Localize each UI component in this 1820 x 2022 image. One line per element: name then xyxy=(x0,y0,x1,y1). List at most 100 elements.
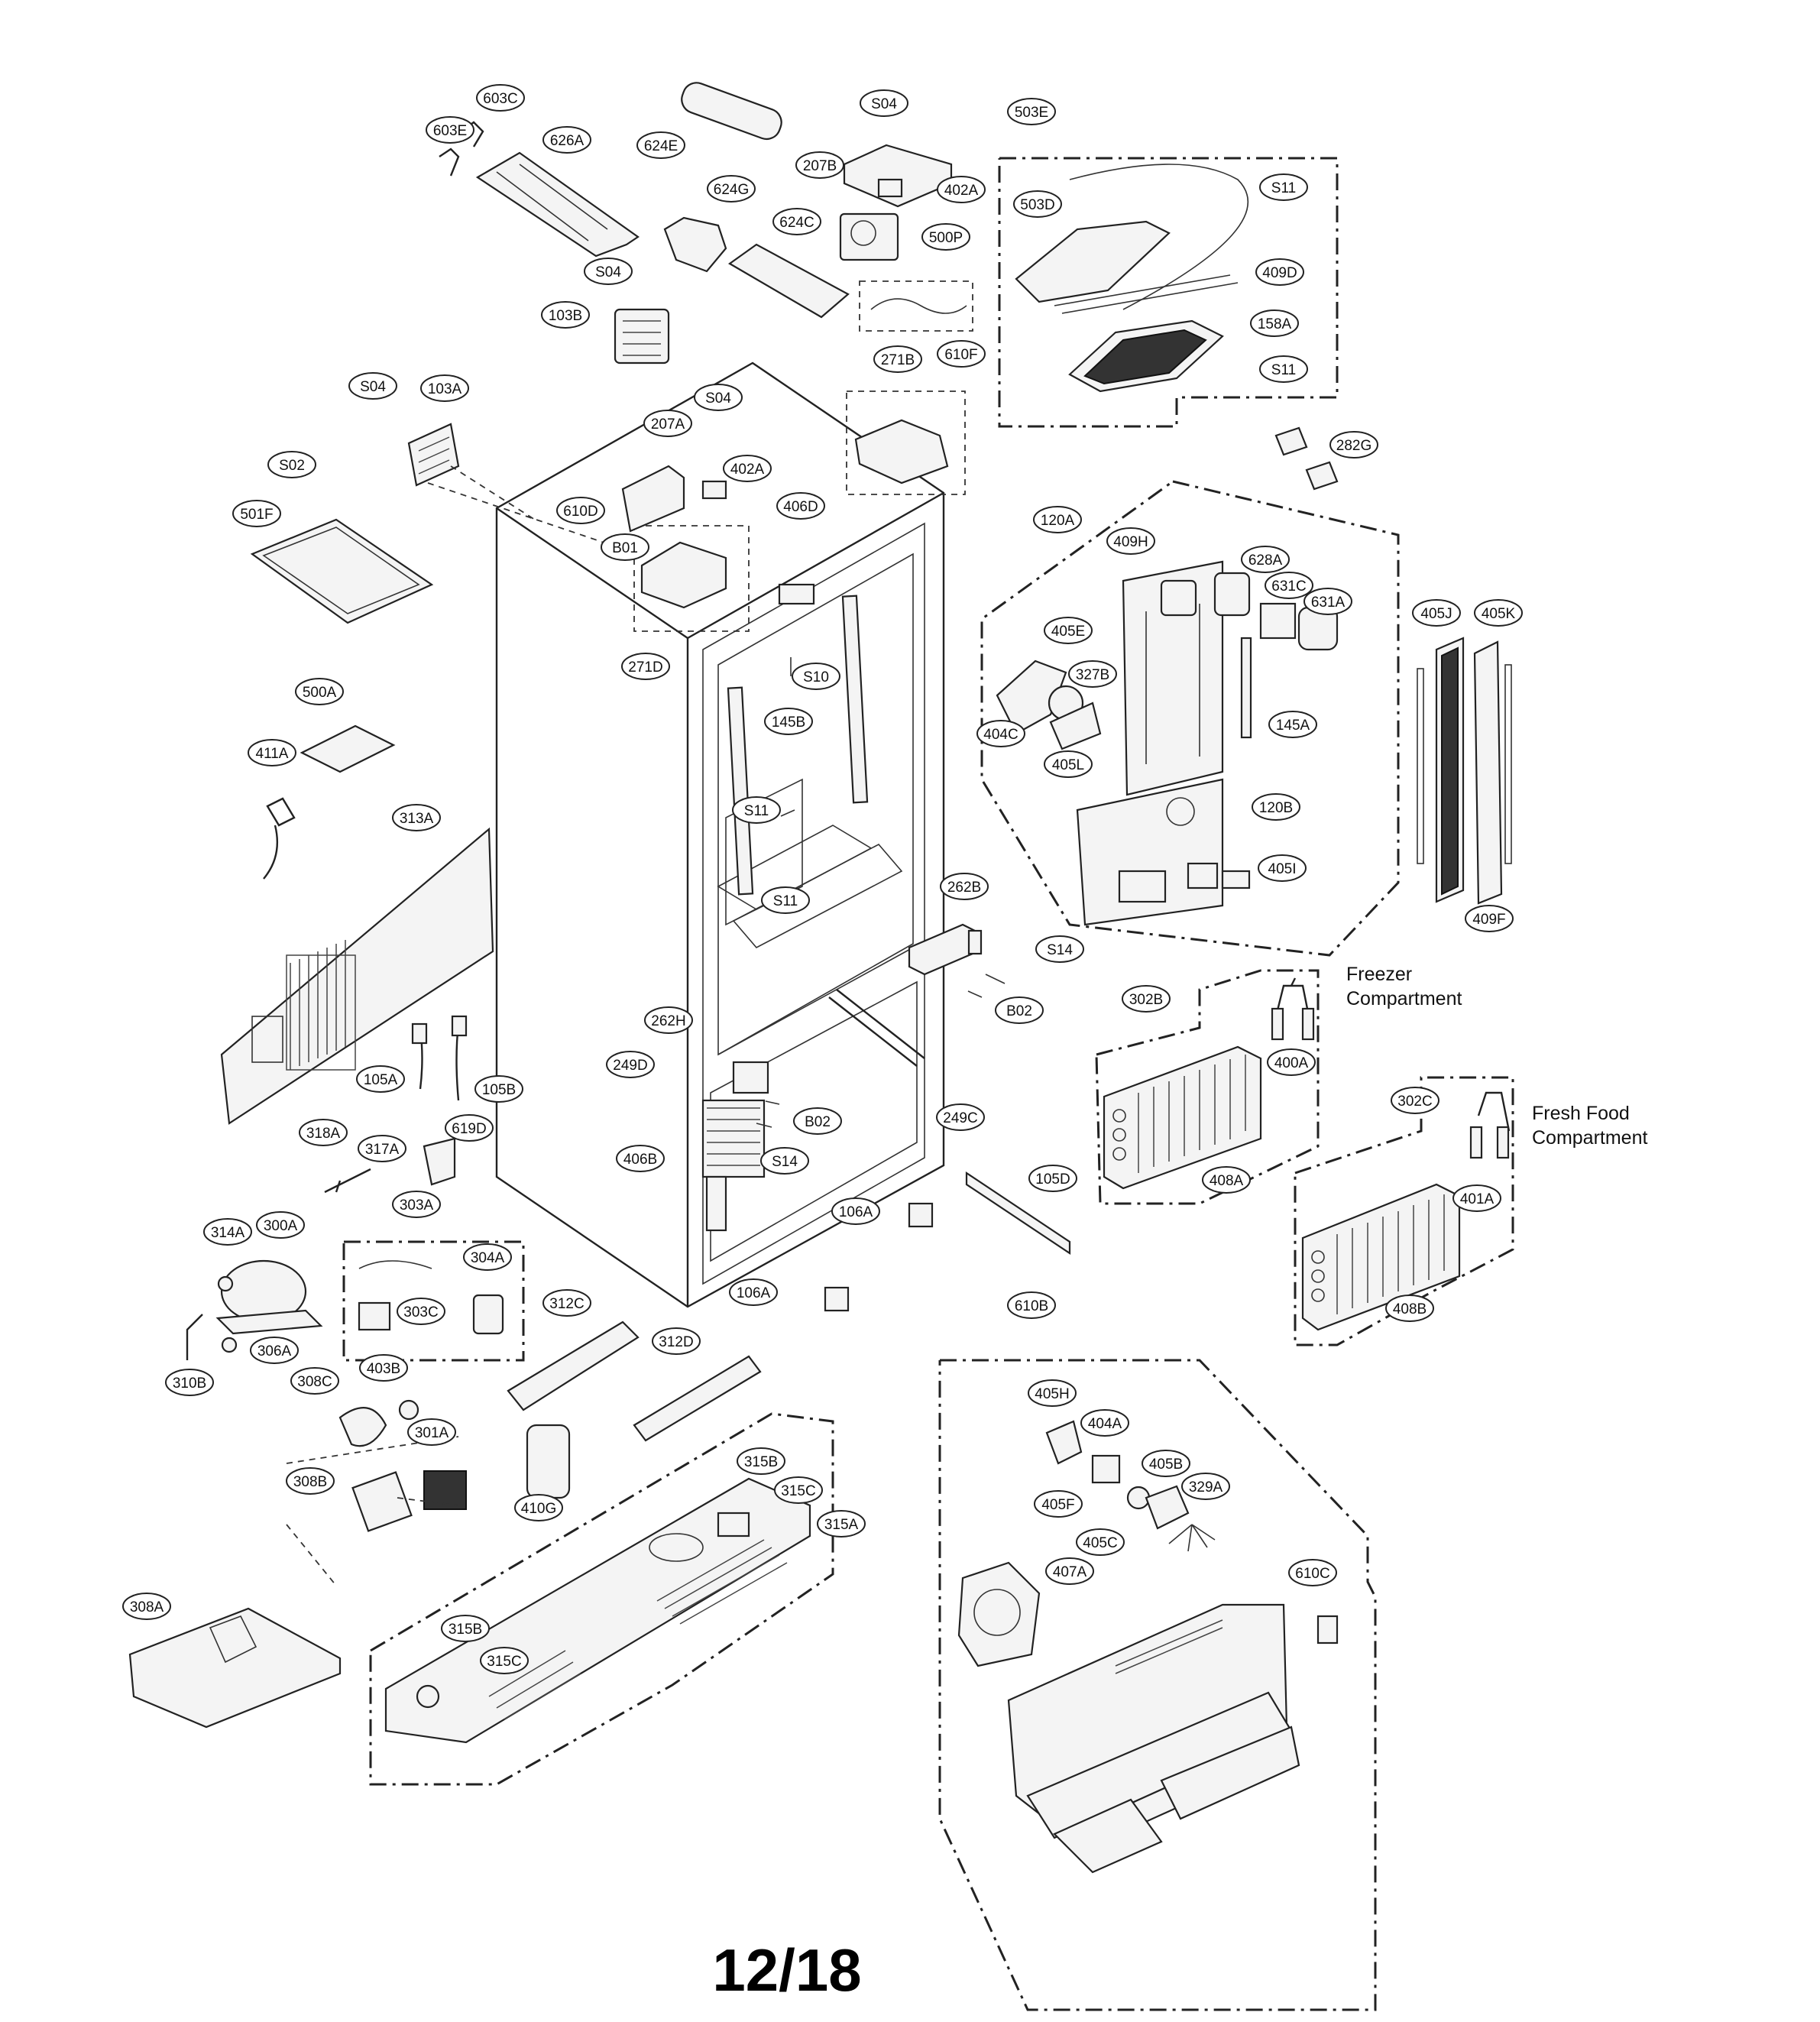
part-label-text: 145A xyxy=(1276,718,1310,734)
part-label-text: 120B xyxy=(1259,800,1293,816)
part-label-text: 327B xyxy=(1076,667,1109,683)
part-label-b02: B02 xyxy=(995,996,1044,1024)
part-label-text: 624E xyxy=(644,138,678,154)
part-label-s02: S02 xyxy=(267,451,316,478)
part-label-405j: 405J xyxy=(1412,599,1461,627)
freezer-note-line-2: Compartment xyxy=(1346,988,1462,1009)
part-label-409f: 409F xyxy=(1465,905,1514,932)
part-label-text: 610B xyxy=(1015,1298,1048,1314)
part-label-text: S11 xyxy=(1271,180,1296,196)
part-label-text: 400A xyxy=(1274,1055,1309,1071)
part-label-text: 407A xyxy=(1053,1564,1087,1580)
part-label-text: 318A xyxy=(306,1126,341,1142)
part-label-145b: 145B xyxy=(764,708,813,735)
part-label-409h: 409H xyxy=(1106,527,1155,555)
part-label-105b: 105B xyxy=(474,1075,523,1103)
part-label-text: 120A xyxy=(1041,513,1075,529)
part-label-406d: 406D xyxy=(776,492,825,520)
part-label-text: 306A xyxy=(257,1343,292,1359)
evaporators-drawing xyxy=(1095,969,1514,1346)
part-label-text: 106A xyxy=(737,1285,771,1301)
part-label-text: 619D xyxy=(452,1121,486,1137)
bins-and-feet-drawing xyxy=(507,1171,1071,1499)
part-label-text: 315B xyxy=(449,1622,482,1638)
part-label-315c: 315C xyxy=(480,1647,529,1674)
part-label-text: 403B xyxy=(367,1361,400,1377)
machine-compartment-drawing xyxy=(128,827,525,1729)
part-label-313a: 313A xyxy=(392,804,441,831)
part-label-400a: 400A xyxy=(1267,1048,1316,1076)
part-label-106a: 106A xyxy=(729,1278,778,1306)
part-label-619d: 619D xyxy=(445,1114,494,1142)
part-label-text: 158A xyxy=(1258,316,1292,332)
part-label-308a: 308A xyxy=(122,1593,171,1620)
part-label-text: 105A xyxy=(364,1072,398,1088)
part-label-304a: 304A xyxy=(463,1243,512,1271)
part-label-text: S02 xyxy=(279,458,305,474)
part-label-408a: 408A xyxy=(1202,1166,1251,1194)
part-label-text: 313A xyxy=(400,811,434,827)
part-label-402a: 402A xyxy=(937,176,986,203)
part-label-text: 308C xyxy=(297,1374,332,1390)
part-label-text: 315C xyxy=(781,1483,815,1499)
part-label-text: 302C xyxy=(1397,1094,1432,1110)
part-label-626a: 626A xyxy=(542,126,591,154)
part-label-405f: 405F xyxy=(1034,1490,1083,1518)
part-label-text: 106A xyxy=(839,1204,873,1220)
part-label-text: S10 xyxy=(803,669,829,685)
part-label-text: 103A xyxy=(428,381,462,397)
part-label-text: 405J xyxy=(1420,606,1452,622)
part-label-103a: 103A xyxy=(420,374,469,402)
part-label-318a: 318A xyxy=(299,1119,348,1146)
box-610B-drawing xyxy=(938,1359,1377,2011)
fresh-food-note-line-2: Compartment xyxy=(1532,1127,1647,1149)
part-label-317a: 317A xyxy=(358,1135,406,1162)
part-label-405i: 405I xyxy=(1258,854,1307,882)
part-label-207b: 207B xyxy=(795,151,844,179)
part-label-text: 500A xyxy=(303,685,337,701)
part-label-315a: 315A xyxy=(817,1510,866,1538)
part-label-302c: 302C xyxy=(1391,1087,1439,1114)
part-label-501f: 501F xyxy=(232,500,281,527)
part-label-text: 303C xyxy=(403,1304,438,1320)
part-label-s10: S10 xyxy=(792,663,840,690)
page-number: 12/18 xyxy=(712,1936,861,2004)
part-label-s04: S04 xyxy=(584,258,633,285)
part-label-624g: 624G xyxy=(707,175,756,203)
part-label-text: B01 xyxy=(612,540,638,556)
part-label-text: 503E xyxy=(1015,105,1048,121)
part-label-text: 405I xyxy=(1268,861,1297,877)
part-label-text: B02 xyxy=(1006,1003,1032,1019)
part-label-405b: 405B xyxy=(1142,1450,1190,1477)
part-label-308c: 308C xyxy=(290,1367,339,1395)
part-label-text: 411A xyxy=(256,746,289,762)
part-label-text: 405E xyxy=(1051,624,1085,640)
part-label-s14: S14 xyxy=(760,1147,809,1175)
part-label-text: 105B xyxy=(482,1082,516,1098)
part-label-628a: 628A xyxy=(1241,546,1290,573)
part-label-610b: 610B xyxy=(1007,1291,1056,1319)
part-label-145a: 145A xyxy=(1268,711,1317,738)
part-label-text: 207B xyxy=(803,158,837,174)
part-label-s11: S11 xyxy=(761,886,810,914)
part-label-610f: 610F xyxy=(937,340,986,368)
part-label-301a: 301A xyxy=(407,1418,456,1446)
part-label-s11: S11 xyxy=(1259,173,1308,201)
part-label-s04: S04 xyxy=(348,372,397,400)
part-label-610c: 610C xyxy=(1288,1559,1337,1586)
part-label-120b: 120B xyxy=(1252,793,1300,821)
part-label-text: 317A xyxy=(365,1142,400,1158)
part-label-text: 404C xyxy=(983,727,1018,743)
part-label-105a: 105A xyxy=(356,1065,405,1093)
part-label-406b: 406B xyxy=(616,1145,665,1172)
part-label-312c: 312C xyxy=(542,1289,591,1317)
part-label-text: 405F xyxy=(1041,1497,1074,1513)
part-label-262b: 262B xyxy=(940,873,989,900)
part-label-s14: S14 xyxy=(1035,935,1084,963)
part-label-603e: 603E xyxy=(426,116,474,144)
part-label-text: 310B xyxy=(173,1376,206,1392)
part-label-271b: 271B xyxy=(873,345,922,373)
part-label-315c: 315C xyxy=(774,1476,823,1504)
